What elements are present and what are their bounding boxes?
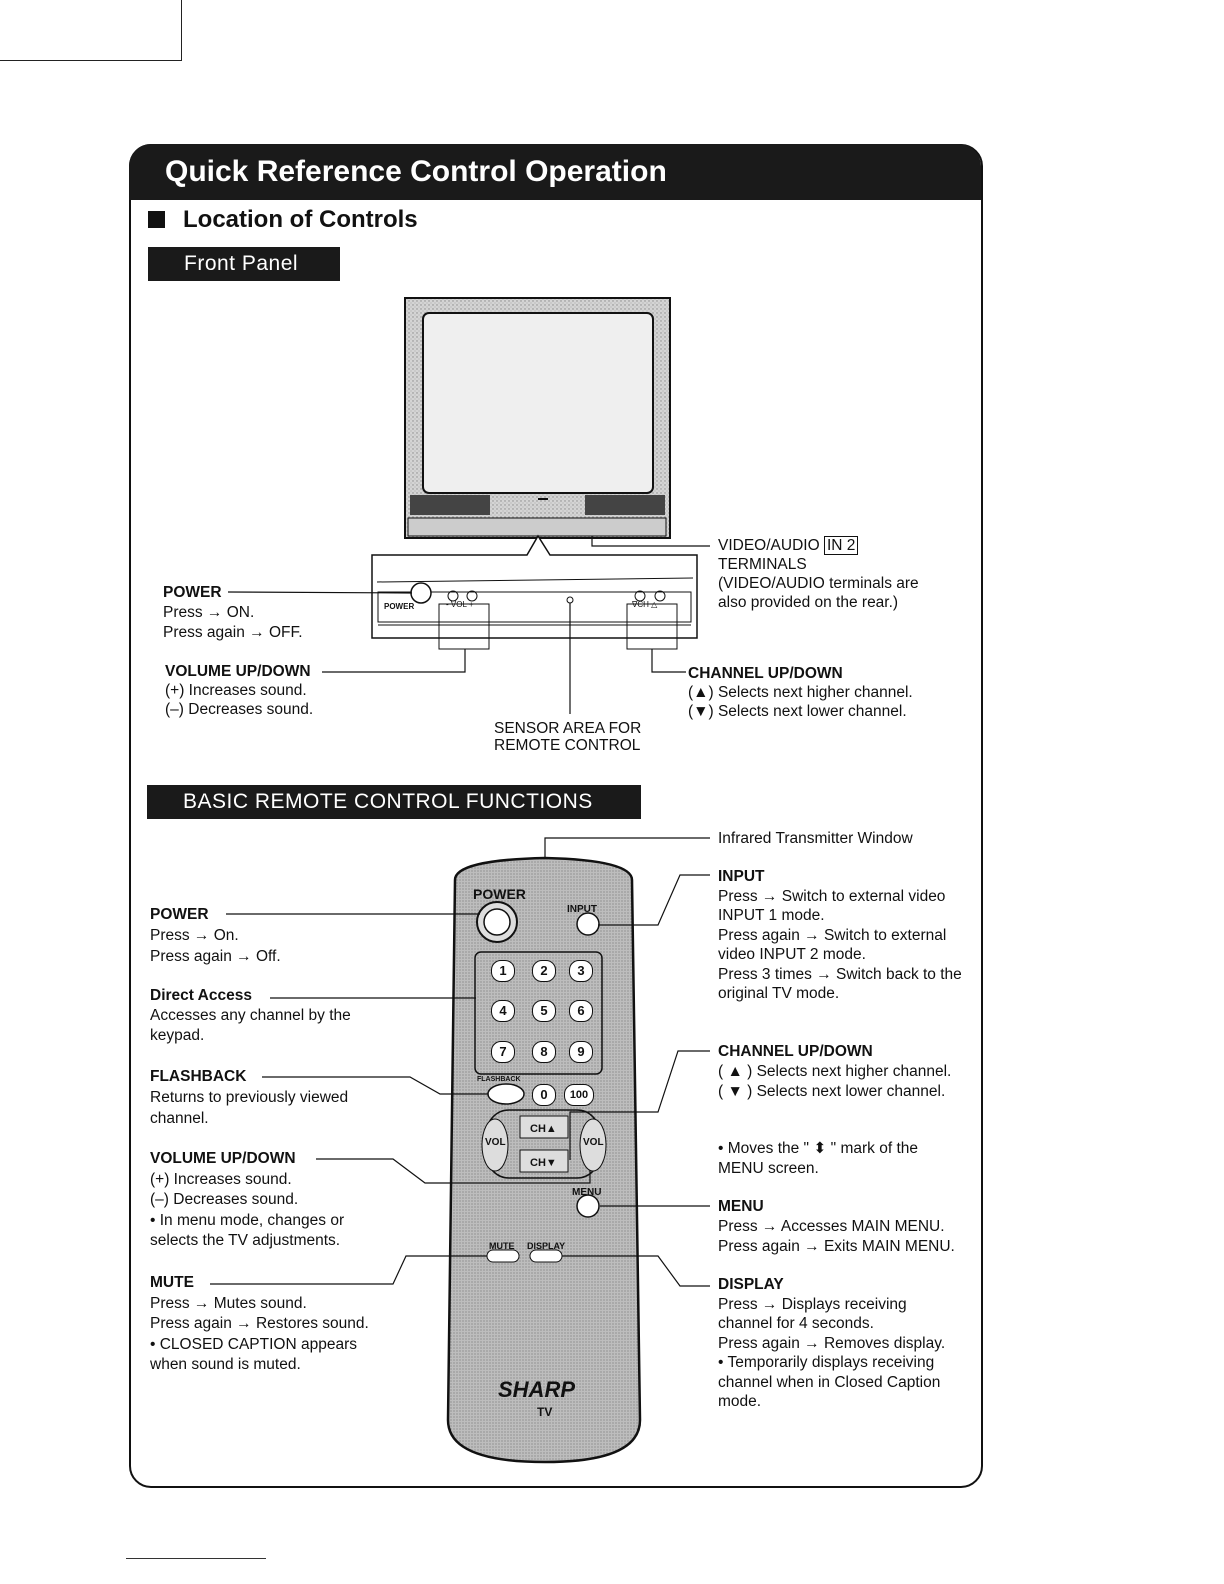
tv-illustration [404,297,671,539]
panel-power-label: POWER [384,602,415,611]
keypad-key-0: 0 [532,1084,556,1106]
remote-channel-callout: CHANNEL UP/DOWN ( ▲ ) Selects next highe… [718,1043,952,1100]
remote-volume-callout: VOLUME UP/DOWN (+) Increases sound. (–) … [150,1150,345,1249]
keypad-key-9: 9 [569,1041,593,1063]
front-panel-closeup [371,534,698,650]
remote-direct-access-callout: Direct Access Accesses any channel by th… [150,987,351,1044]
page-corner-box [0,0,182,61]
remote-brand-logo: SHARP [498,1377,576,1402]
remote-channel-note: • Moves the " ⬍ " mark of the MENU scree… [718,1140,918,1177]
keypad-key-1: 1 [491,960,515,982]
remote-vol-right-key-label: VOL [583,1137,604,1148]
remote-menu-key-label: MENU [572,1187,602,1198]
remote-flashback-key-label: FLASHBACK [477,1076,521,1083]
front-power-callout: POWER Press → ON. Press again → OFF. [163,584,303,641]
front-channel-callout: CHANNEL UP/DOWN (▲) Selects next higher … [688,665,913,720]
front-panel-tab: Front Panel [148,247,340,281]
remote-power-key-label: POWER [473,886,526,902]
section-heading: Location of Controls [148,206,418,234]
keypad-key-2: 2 [532,960,556,982]
remote-ch-down-key-label: CH▼ [530,1157,557,1169]
remote-display-callout: DISPLAY Press → Displays receiving chann… [718,1276,946,1410]
remote-mute-callout: MUTE Press → Mutes sound. Press again → … [150,1274,369,1373]
remote-display-key-label: DISPLAY [527,1241,566,1251]
remote-input-callout: INPUT Press → Switch to external video I… [718,868,962,1002]
square-bullet-icon [148,211,165,228]
remote-functions-tab: BASIC REMOTE CONTROL FUNCTIONS [147,785,641,819]
panel-ch-label: ∇CH △ [632,600,658,609]
keypad-key-6: 6 [569,1000,593,1022]
remote-vol-left-key-label: VOL [485,1137,506,1148]
page-title: Quick Reference Control Operation [129,144,981,200]
keypad-key-3: 3 [569,960,593,982]
front-sensor-callout: SENSOR AREA FOR REMOTE CONTROL [494,720,642,754]
remote-menu-callout: MENU Press → Accesses MAIN MENU. Press a… [718,1198,955,1255]
panel-vol-label: - VOL + [446,600,474,609]
keypad-key-5: 5 [532,1000,556,1022]
front-volume-callout: VOLUME UP/DOWN (+) Increases sound. (–) … [165,663,314,718]
remote-leader-lines [210,837,710,1287]
front-leader-lines [227,536,710,714]
remote-brand-sub: TV [537,1405,553,1419]
keypad-key-8: 8 [532,1041,556,1063]
footer-rule [126,1558,266,1559]
keypad-key-7: 7 [491,1041,515,1063]
keypad-key-100: 100 [564,1084,594,1106]
remote-flashback-callout: FLASHBACK Returns to previously viewed c… [150,1068,349,1127]
remote-input-key-label: INPUT [567,904,597,915]
remote-ch-up-key-label: CH▲ [530,1123,557,1135]
remote-power-callout: POWER Press → On. Press again → Off. [150,906,281,965]
infrared-window-label: Infrared Transmitter Window [718,830,913,847]
in2-badge: IN 2 [823,536,859,555]
front-video-audio-callout: VIDEO/AUDIO IN 2 TERMINALS (VIDEO/AUDIO … [718,536,919,611]
remote-mute-key-label: MUTE [489,1241,515,1251]
keypad-key-4: 4 [491,1000,515,1022]
